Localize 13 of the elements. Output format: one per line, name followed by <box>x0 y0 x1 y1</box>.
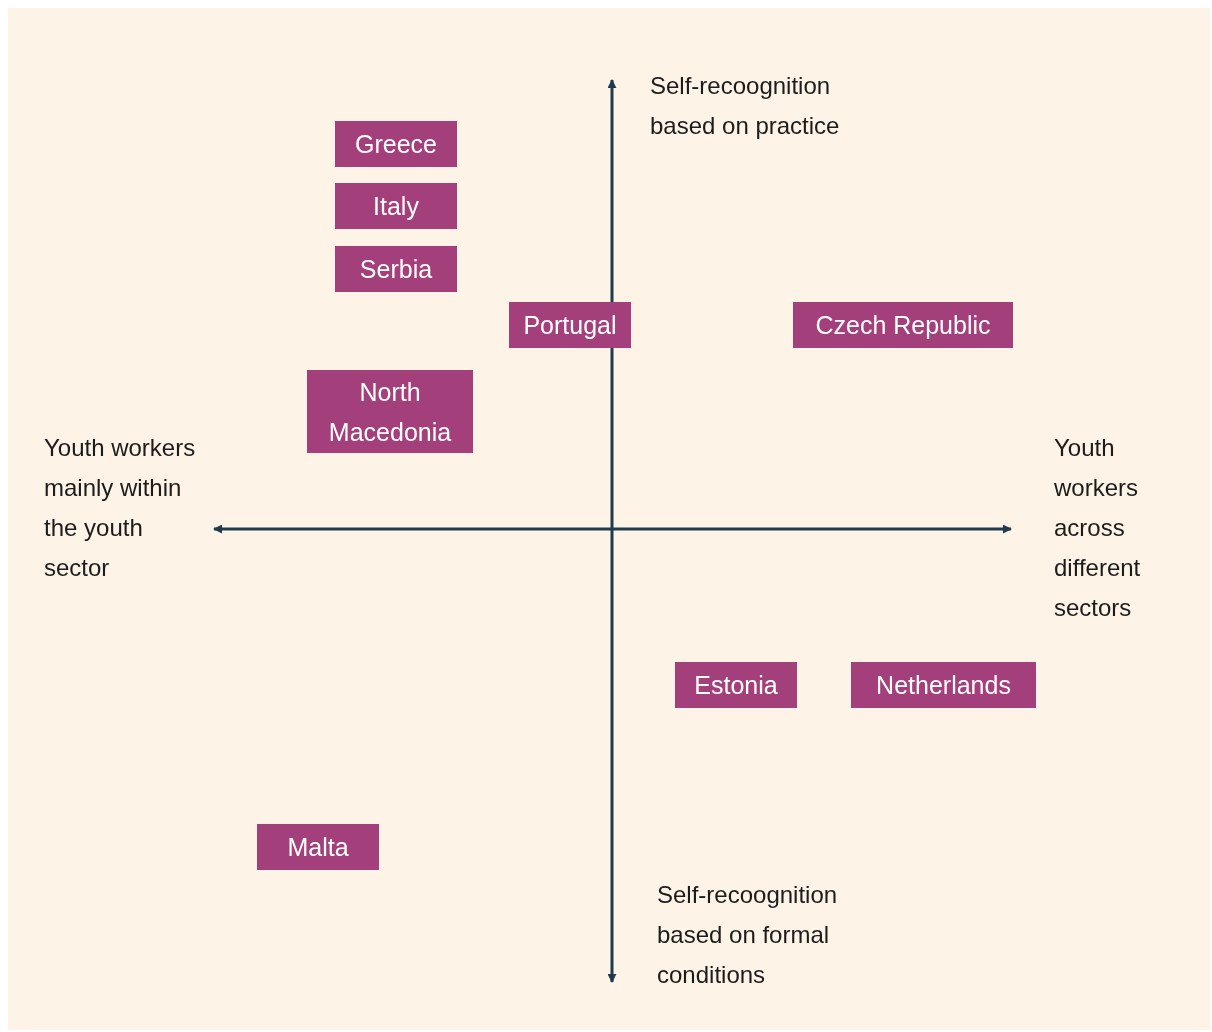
axis-label: Youth workers mainly within the youth sector <box>44 433 197 583</box>
country-box: Malta <box>257 824 379 870</box>
country-box: Italy <box>335 183 457 229</box>
country-box: Greece <box>335 121 457 167</box>
country-box: Czech Republic <box>793 302 1013 348</box>
axis-label: Youth workers across different sectors <box>1054 433 1142 623</box>
country-box: Serbia <box>335 246 457 292</box>
country-box: Portugal <box>509 302 631 348</box>
country-box: North Macedonia <box>307 370 473 453</box>
axis-label: Self-recoognition based on practice <box>650 71 841 141</box>
country-box: Estonia <box>675 662 797 708</box>
axis-label: Self-recoognition based on formal conditions <box>657 880 839 990</box>
country-box: Netherlands <box>851 662 1036 708</box>
